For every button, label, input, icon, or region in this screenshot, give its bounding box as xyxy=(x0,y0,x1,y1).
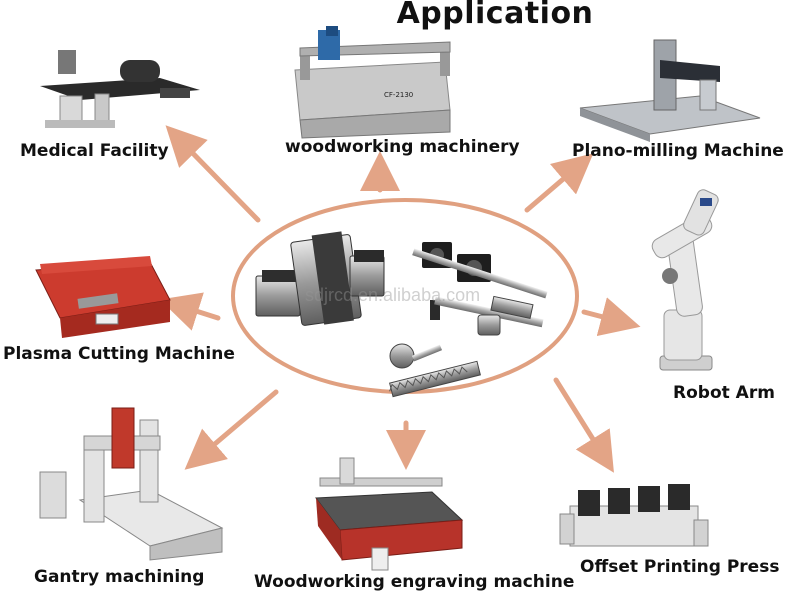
label-engraving-machine: Woodworking engraving machine xyxy=(254,572,575,592)
machine-plate-text: CF-2130 xyxy=(384,91,413,99)
rack-pinion-icon xyxy=(389,343,481,398)
watermark-text: sdjrcd.en.alibaba.com xyxy=(305,285,481,305)
arrow-plasma xyxy=(159,292,221,331)
linear-guide-block-icon xyxy=(255,231,385,326)
label-plano-milling: Plano-milling Machine xyxy=(572,141,784,161)
label-plasma-cutting: Plasma Cutting Machine xyxy=(3,344,235,364)
woodworking-machine-icon: CF-2130 xyxy=(294,26,451,139)
arrow-offset xyxy=(553,377,614,473)
label-medical-facility: Medical Facility xyxy=(20,141,169,161)
arrow-plano xyxy=(524,153,594,213)
arrow-robot xyxy=(581,297,641,337)
ball-screw-icon xyxy=(412,242,548,336)
plano-milling-icon xyxy=(579,39,761,142)
arrow-medical xyxy=(165,125,261,223)
plasma-cutting-icon xyxy=(35,256,171,338)
label-robot-arm: Robot Arm xyxy=(673,383,775,403)
label-gantry-machining: Gantry machining xyxy=(34,567,205,587)
diagram-title: Application xyxy=(396,0,594,31)
label-offset-press: Offset Printing Press xyxy=(580,557,780,577)
arrows xyxy=(159,125,641,473)
robot-arm-icon xyxy=(651,189,719,371)
medical-bed-icon xyxy=(40,50,200,128)
engraving-machine-icon xyxy=(315,457,464,571)
label-woodworking-machinery: woodworking machinery xyxy=(285,137,520,157)
arrow-gantry xyxy=(184,389,279,470)
offset-press-icon xyxy=(559,484,709,547)
gantry-machining-icon xyxy=(39,407,224,561)
